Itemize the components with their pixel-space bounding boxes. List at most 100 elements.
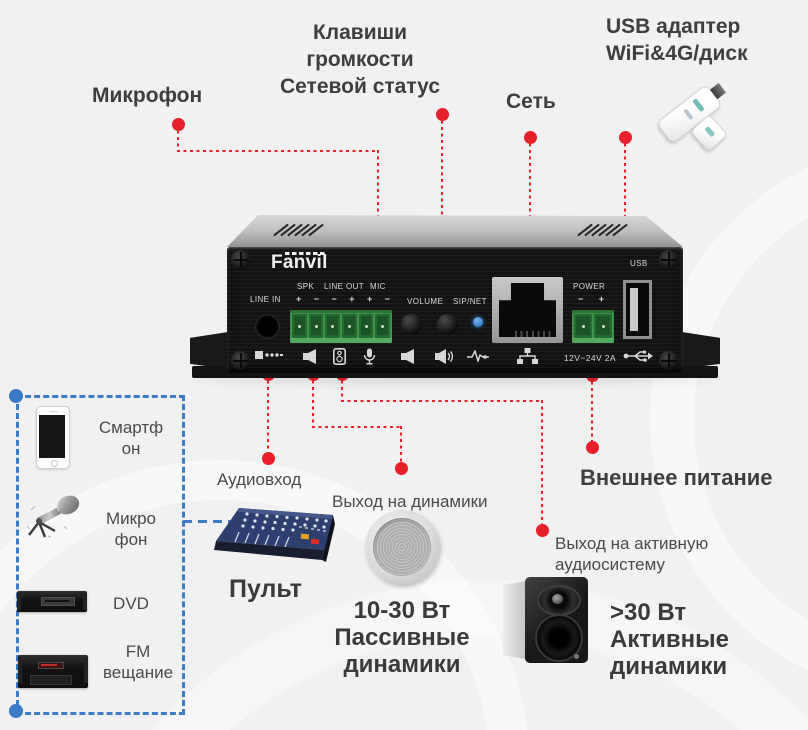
screw	[231, 351, 250, 370]
mount-ear-left	[190, 332, 228, 369]
ceiling-speaker-image	[365, 510, 439, 584]
device-front-panel: Fanvil LINE IN SPK LINE OUT MIC +−−++− V…	[227, 247, 683, 373]
label-mic: MIC	[370, 282, 386, 291]
active-speaker-led	[574, 654, 579, 659]
label-volume-line2: громкости	[306, 48, 414, 71]
connector-line	[312, 426, 402, 428]
usb-dongle-logo	[692, 98, 705, 113]
label-audio-in: Аудиовход	[217, 470, 302, 489]
label-volume: VOLUME	[407, 297, 444, 306]
label-line-in: LINE IN	[250, 295, 281, 304]
smartphone-home	[50, 459, 58, 467]
usb-trident-icon	[623, 350, 653, 362]
connector-line	[400, 426, 402, 468]
active-speaker-tweeter	[537, 585, 581, 616]
connector-line	[341, 400, 543, 402]
device-top-face	[227, 215, 683, 247]
label-microphone: Микрофон	[92, 84, 203, 107]
connector-line	[267, 374, 269, 458]
speaker-box-icon	[333, 348, 346, 365]
sources-box-dot	[9, 389, 23, 403]
ethernet-pins	[515, 331, 554, 337]
smartphone-screen	[39, 415, 65, 458]
dvd-image	[17, 591, 87, 612]
fm-controls	[30, 675, 72, 685]
vent-slots	[273, 221, 332, 241]
usb-port[interactable]	[623, 280, 652, 339]
microphone-image	[26, 495, 80, 538]
fanvil-logo-dashes	[285, 252, 325, 255]
connector-line	[529, 137, 531, 265]
volume-knob[interactable]	[401, 314, 422, 335]
connector-line	[177, 150, 379, 152]
label-volume-line1: Клавиши	[312, 21, 408, 44]
connector-line	[541, 400, 543, 530]
label-mixer: Пульт	[229, 575, 302, 603]
power-polarity: −+	[578, 294, 604, 304]
label-usb-adapter: USB адаптер WiFi&4G/диск	[606, 13, 748, 67]
label-volume-line3: Сетевой статус	[279, 75, 441, 98]
screw	[659, 351, 678, 370]
fm-display	[38, 662, 64, 669]
label-spk: SPK	[297, 282, 315, 291]
line-level-icon	[467, 350, 489, 362]
label-usb-line1: USB адаптер	[606, 15, 741, 38]
volume-knob[interactable]	[437, 314, 458, 335]
polarity-row: +−−++−	[296, 294, 390, 304]
connector-dot	[585, 440, 599, 454]
ethernet-port[interactable]	[492, 277, 563, 343]
icon-row: 12V~24V 2A	[227, 348, 683, 368]
fanvil-device: Fanvil LINE IN SPK LINE OUT MIC +−−++− V…	[190, 213, 720, 383]
connector-line	[341, 374, 343, 402]
usb-dongle-image	[648, 76, 729, 153]
speaker-loud-icon	[435, 349, 454, 364]
network-icon	[517, 348, 538, 364]
connector-line	[377, 150, 379, 280]
smartphone-speaker	[49, 410, 57, 412]
speaker-icon	[303, 349, 316, 364]
dvd-tray	[41, 597, 75, 606]
connector-line	[177, 124, 179, 152]
connector-line	[591, 375, 593, 447]
terminal-block-main[interactable]	[290, 310, 392, 343]
usb-dongle-connector	[709, 83, 726, 100]
voltage-label: 12V~24V 2A	[564, 353, 616, 363]
fm-image	[18, 655, 88, 688]
terminal-block-power[interactable]	[572, 310, 614, 343]
screw	[659, 250, 678, 269]
connector-line	[312, 374, 314, 428]
fanvil-logo: Fanvil	[271, 252, 328, 273]
sip-net-led	[473, 317, 483, 327]
label-power: POWER	[573, 282, 606, 291]
label-volume-network: Клавиши громкости Сетевой статус	[268, 19, 452, 100]
connector-line	[624, 137, 626, 265]
label-speaker-out: Выход на динамики	[332, 492, 488, 511]
connector-line	[441, 114, 443, 263]
screw	[231, 250, 250, 269]
sources-box-dot	[9, 704, 23, 718]
label-network: Сеть	[506, 90, 556, 113]
mixer-image	[214, 508, 335, 562]
speaker-icon	[401, 349, 414, 364]
usb-dongle-label	[683, 108, 694, 121]
active-speaker-image	[503, 577, 588, 663]
connector-dot	[394, 461, 408, 475]
label-sip-net: SIP/NET	[453, 297, 487, 306]
ethernet-jack-hole	[499, 283, 556, 337]
sources-group-box	[16, 395, 185, 715]
mount-ear-right	[682, 332, 720, 369]
line-source-icon	[255, 351, 283, 359]
label-usb: USB	[630, 259, 648, 268]
sources-to-mixer-line	[183, 520, 233, 523]
smartphone-image	[36, 406, 70, 469]
label-dvd: DVD	[113, 594, 149, 613]
line-in-jack[interactable]	[255, 314, 280, 339]
usb-tongue	[630, 288, 638, 331]
